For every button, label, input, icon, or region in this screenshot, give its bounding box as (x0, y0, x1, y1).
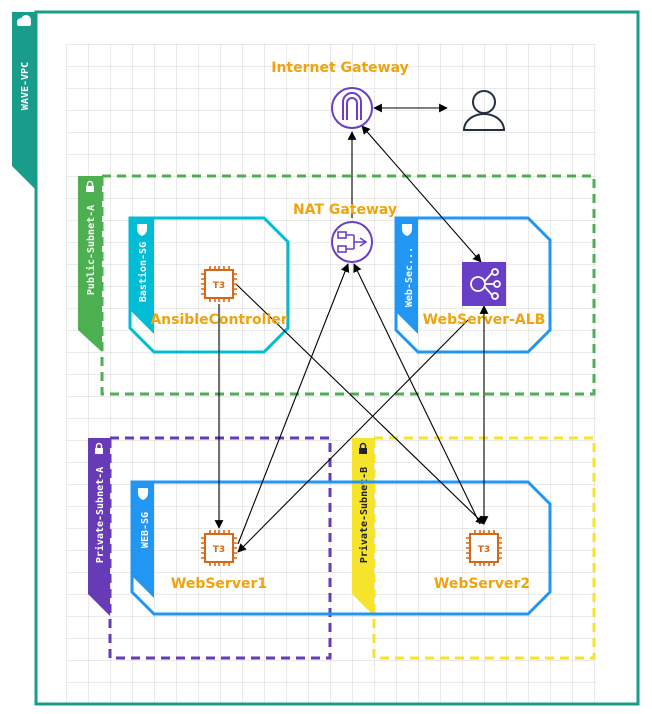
public-subnet-a: Public-Subnet-A (78, 174, 596, 396)
web-sg-label: WEB-SG (140, 512, 151, 548)
ansible-webserver2-connector (235, 283, 485, 525)
web-security-group: WEB-SG (130, 480, 552, 616)
igw-alb-connector (361, 125, 482, 263)
connectors (214, 103, 489, 553)
public-subnet-label: Public-Subnet-A (85, 205, 97, 295)
webserver1-label: WebServer1 (171, 576, 267, 592)
shield-icon (137, 224, 147, 236)
user-icon[interactable] (462, 90, 506, 131)
private-subnet-a-label: Private-Subnet-A (94, 467, 106, 563)
lock-icon (359, 442, 367, 454)
bastion-sg-label: Bastion-SG (137, 242, 149, 302)
nat-gateway[interactable]: NAT Gateway (293, 202, 397, 263)
private-subnet-a: Private-Subnet-A (88, 436, 332, 660)
webserver-alb-label: WebServer-ALB (423, 312, 546, 328)
ec2-chip-icon (466, 530, 502, 566)
instance-type-label: T3 (213, 281, 225, 291)
alb-webserver1-connector (237, 315, 473, 553)
internet-gateway[interactable]: Internet Gateway (271, 60, 409, 129)
internet-gateway-icon (342, 92, 362, 120)
nat-gateway-icon (337, 231, 368, 253)
web-lb-sg-label: Web-Sec... (404, 247, 415, 307)
lock-icon (86, 180, 94, 192)
ec2-chip-icon (201, 266, 237, 302)
instance-type-label: T3 (213, 545, 225, 555)
webserver2-label: WebServer2 (434, 576, 530, 592)
bastion-security-group: Bastion-SG (128, 216, 290, 354)
webserver2[interactable]: T3 WebServer2 (434, 530, 530, 592)
vpc-label: WAVE-VPC (20, 62, 31, 110)
cloud-icon (17, 15, 31, 26)
internet-gateway-label: Internet Gateway (271, 60, 409, 76)
instance-type-label: T3 (478, 545, 490, 555)
ansible-controller-label: AnsibleController (150, 312, 287, 328)
shield-icon (138, 488, 148, 500)
ansible-controller[interactable]: T3 AnsibleController (150, 266, 288, 328)
webserver1[interactable]: T3 WebServer1 (171, 530, 267, 592)
ec2-chip-icon (201, 530, 237, 566)
webserver-alb[interactable]: WebServer-ALB (423, 262, 546, 328)
lock-icon (95, 442, 103, 454)
webserver1-nat-connector (237, 263, 350, 545)
private-subnet-b-label: Private-Subnet-B (358, 467, 370, 563)
nat-gateway-label: NAT Gateway (293, 202, 397, 218)
nat-webserver2-connector (353, 263, 481, 525)
vpc-container: WAVE-VPC (12, 10, 640, 706)
load-balancer-icon (470, 268, 501, 300)
